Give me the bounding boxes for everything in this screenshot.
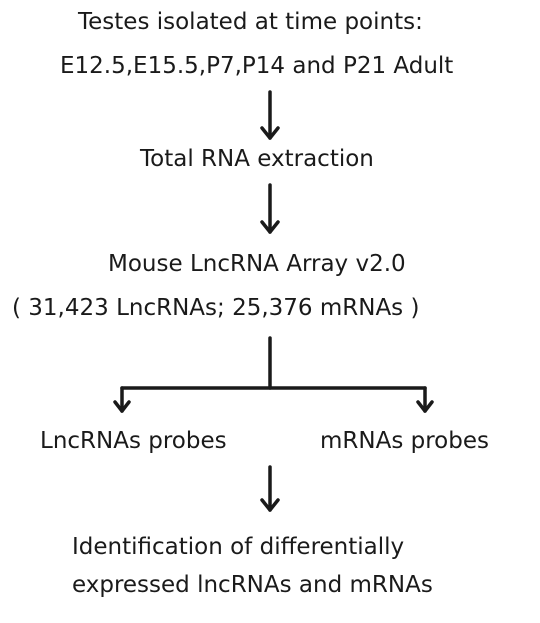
- branch-connector: [120, 336, 427, 390]
- branch-right-label: mRNAs probes: [320, 428, 489, 454]
- arrow-down-2: [260, 183, 280, 234]
- arrow-branch-left: [113, 386, 131, 413]
- step4-line1: Identification of differentially: [72, 534, 405, 560]
- step4-line2: expressed lncRNAs and mRNAs: [72, 572, 433, 598]
- step3-line1: Mouse LncRNA Array v2.0: [108, 251, 406, 277]
- arrow-down-3: [260, 465, 280, 512]
- step1-line2: E12.5,E15.5,P7,P14 and P21 Adult: [60, 53, 454, 79]
- step2-label: Total RNA extraction: [140, 146, 374, 172]
- step3-line2: ( 31,423 LncRNAs; 25,376 mRNAs ): [12, 295, 420, 321]
- arrow-branch-right: [416, 386, 434, 413]
- arrow-down-1: [260, 90, 280, 140]
- step1-line1: Testes isolated at time points:: [78, 9, 423, 35]
- branch-left-label: LncRNAs probes: [40, 428, 227, 454]
